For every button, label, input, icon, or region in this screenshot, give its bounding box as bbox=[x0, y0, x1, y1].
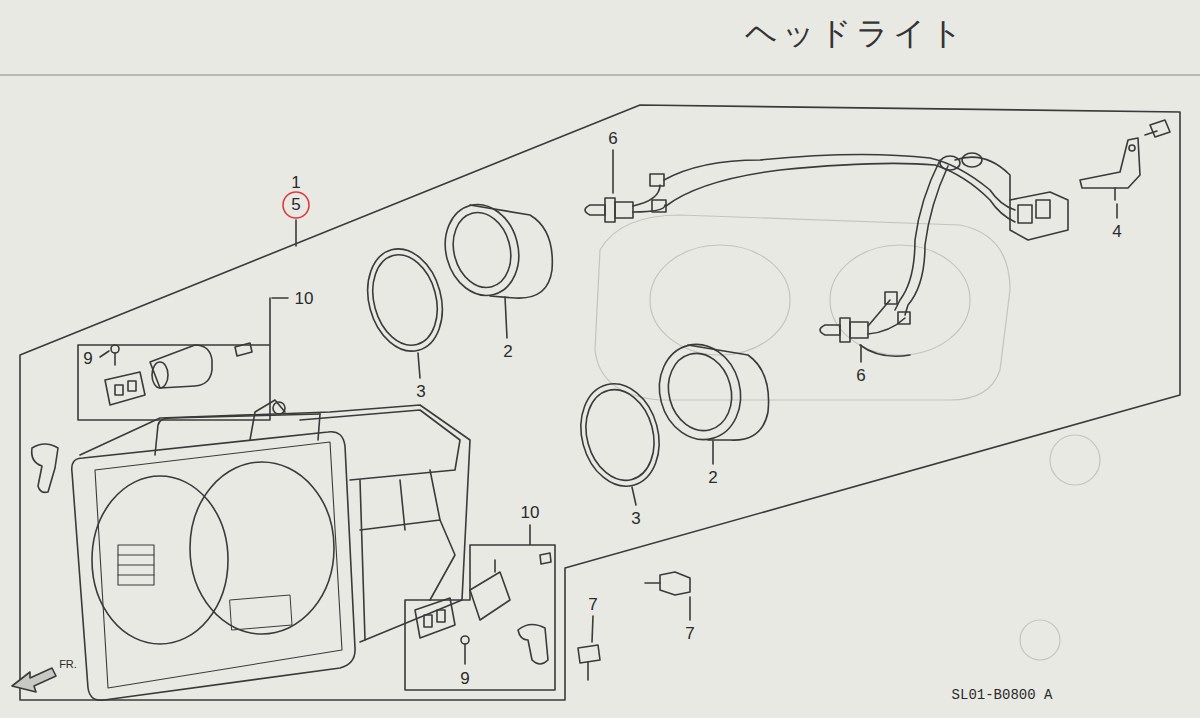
callout-number: 3 bbox=[631, 510, 640, 527]
front-indicator: FR. bbox=[59, 659, 77, 670]
callout-number: 4 bbox=[1112, 223, 1121, 240]
page-title: ヘッドライト bbox=[745, 17, 967, 49]
callout-number: 5 bbox=[291, 196, 300, 213]
callout-number: 10 bbox=[295, 290, 314, 307]
callout-number: 9 bbox=[460, 670, 469, 687]
callout-number: 7 bbox=[588, 596, 597, 613]
part-number: 1 bbox=[291, 174, 300, 191]
callout-number: 2 bbox=[708, 469, 717, 486]
callout-number: 9 bbox=[83, 350, 92, 367]
callout-number: 7 bbox=[685, 625, 694, 642]
callout-number: 2 bbox=[503, 343, 512, 360]
callout-number: 6 bbox=[608, 130, 617, 147]
callout-number: 6 bbox=[856, 367, 865, 384]
diagram-code: SL01-B0800 A bbox=[952, 688, 1053, 702]
callout-number: 10 bbox=[521, 504, 540, 521]
callout-number: 3 bbox=[416, 383, 425, 400]
